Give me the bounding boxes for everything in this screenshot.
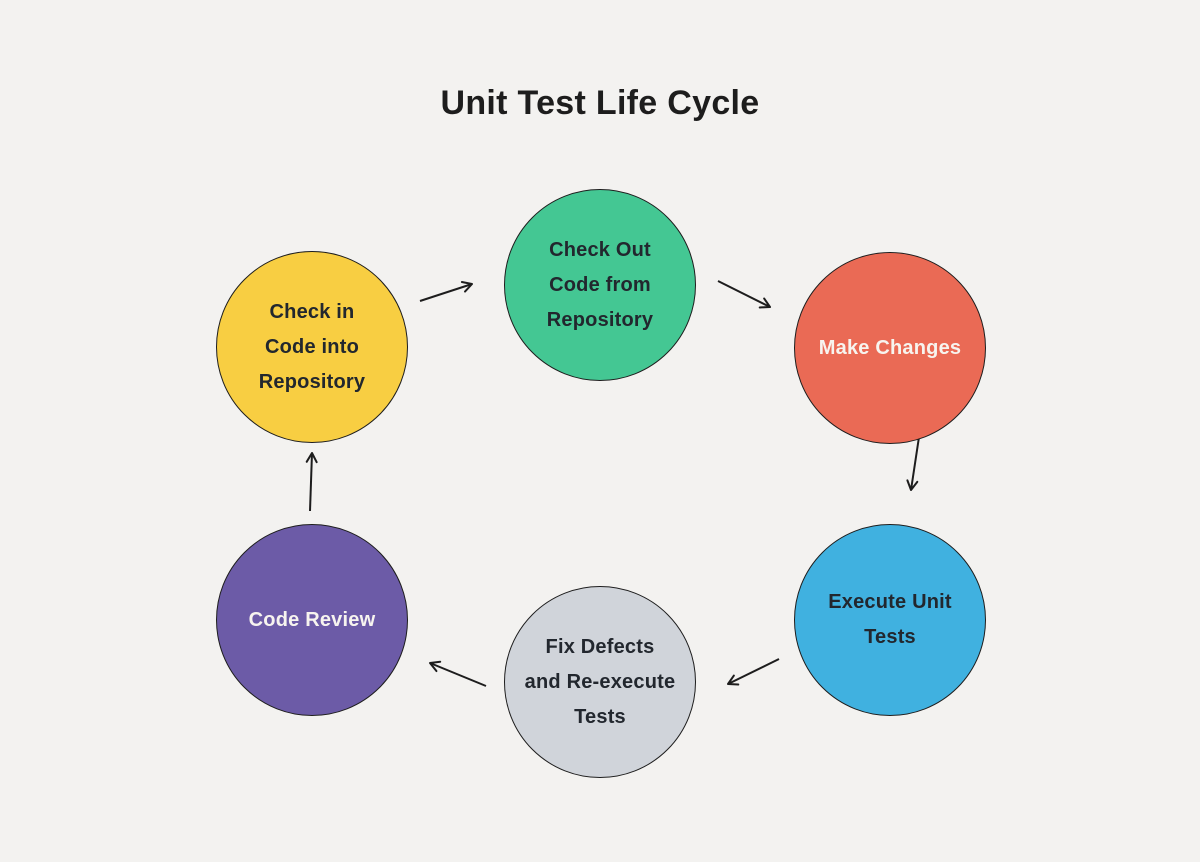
node-check-in-code: Check in Code into Repository [216,251,408,443]
node-make-changes: Make Changes [794,252,986,444]
node-label-make-changes: Make Changes [818,336,962,359]
arrow-fix-defects-to-code-review [429,660,487,687]
arrow-make-changes-to-execute-tests [906,436,920,491]
node-label-fix-defects: Fix Defects and Re-execute Tests [524,635,676,728]
page-title: Unit Test Life Cycle [440,84,760,122]
arrow-check-in-to-check-out [419,281,473,302]
node-label-check-in-code: Check in Code into Repository [258,300,366,393]
node-label-check-out-code: Check Out Code from Repository [546,238,654,331]
arrow-check-out-to-make-changes [717,280,771,309]
node-code-review: Code Review [216,524,408,716]
arrow-code-review-to-check-in [305,452,318,512]
node-fix-defects: Fix Defects and Re-execute Tests [504,586,696,778]
node-check-out-code: Check Out Code from Repository [504,189,696,381]
node-label-execute-unit-tests: Execute Unit Tests [828,591,952,648]
arrow-execute-tests-to-fix-defects [727,658,780,686]
node-execute-unit-tests: Execute Unit Tests [794,524,986,716]
node-label-code-review: Code Review [248,608,376,631]
